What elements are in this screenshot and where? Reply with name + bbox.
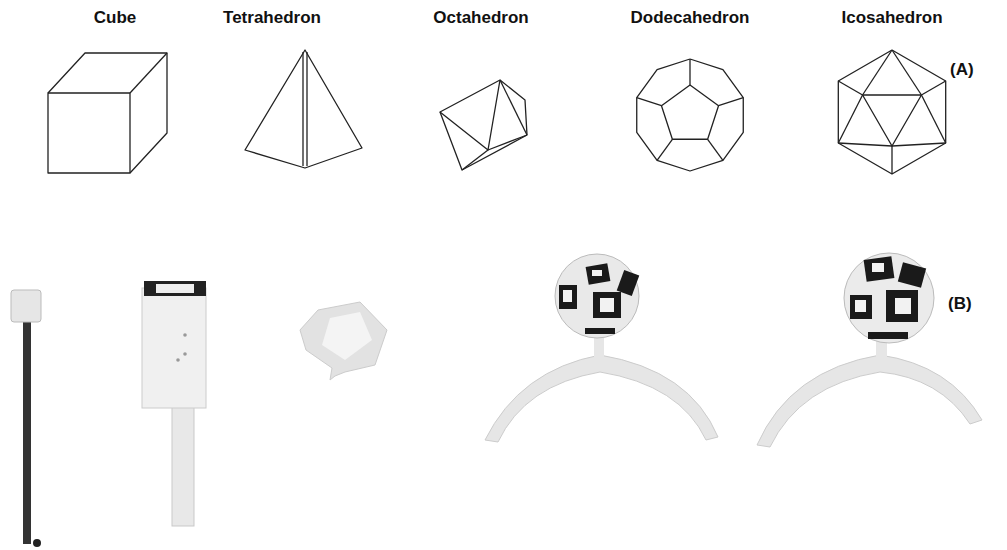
shape-name: Cube [94,8,137,28]
cube-drawing [48,53,167,173]
rod [23,318,31,544]
line-drawings [48,50,946,174]
photographs [11,253,982,547]
icosahedron-drawing [838,50,945,174]
tetrahedron-drawing [245,50,362,168]
cube-marker [11,290,41,322]
shape-name: Dodecahedron [630,8,749,28]
panel-label: (B) [948,294,972,314]
shape-name: Icosahedron [841,8,942,28]
dodecahedron-drawing [637,59,744,171]
panel-label: (A) [950,60,974,80]
shape-name: Tetrahedron [223,8,321,28]
shape-name: Octahedron [433,8,528,28]
octahedron-drawing [440,80,527,170]
